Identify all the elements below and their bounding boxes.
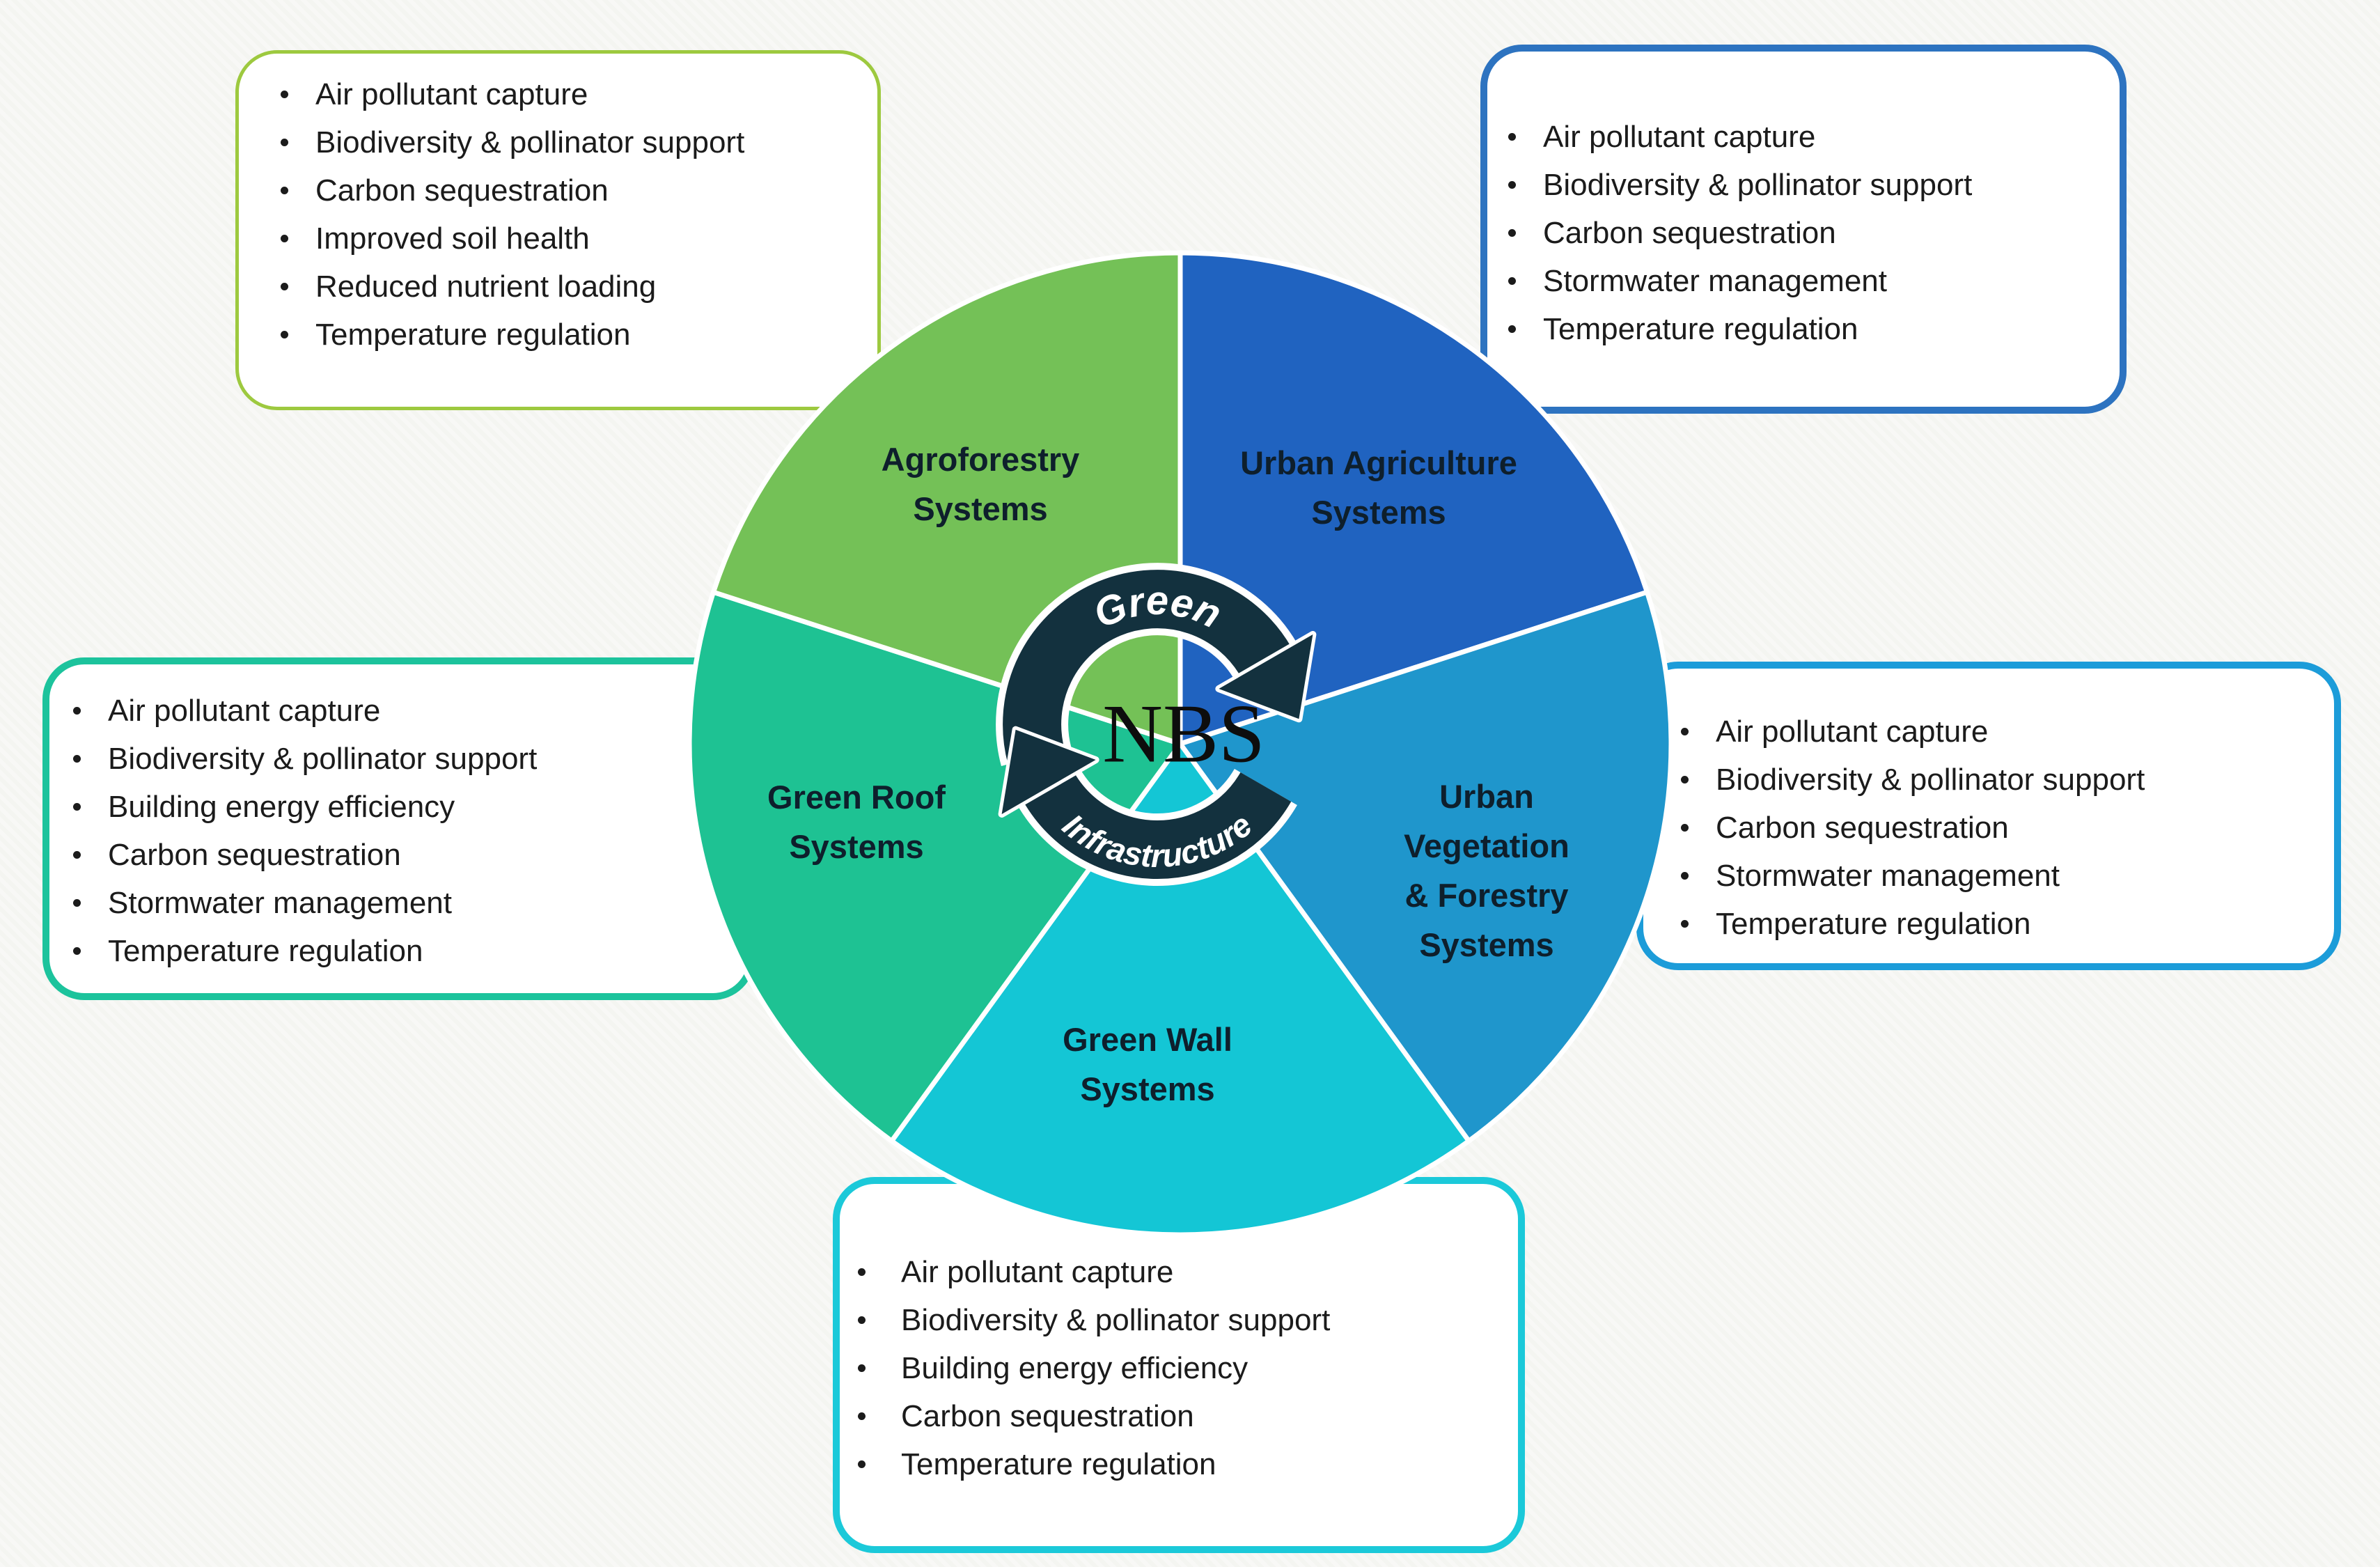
list-item: Air pollutant capture bbox=[848, 1248, 1507, 1296]
list-item: Temperature regulation bbox=[1671, 900, 2323, 948]
list-item: Air pollutant capture bbox=[271, 70, 863, 118]
list-item: Stormwater management bbox=[63, 879, 737, 927]
label-line: Agroforestry bbox=[881, 441, 1080, 478]
label-line: Urban bbox=[1439, 778, 1534, 815]
callout-box-agroforestry: Air pollutant capture Biodiversity & pol… bbox=[235, 50, 881, 410]
list-item: Reduced nutrient loading bbox=[271, 263, 863, 311]
list-item: Carbon sequestration bbox=[848, 1392, 1507, 1440]
list-item: Biodiversity & pollinator support bbox=[63, 735, 737, 783]
label-line: Systems bbox=[1080, 1070, 1215, 1107]
pie-sector-urban-vegetation bbox=[1177, 589, 1674, 1144]
nbs-label: NBS bbox=[1102, 687, 1265, 780]
cycle-arc-bottom bbox=[1023, 772, 1292, 880]
list-item: Temperature regulation bbox=[271, 311, 863, 359]
cycle-arrowhead-left bbox=[998, 726, 1099, 818]
list-item: Stormwater management bbox=[1671, 852, 2323, 900]
callout-box-urban-vegetation: Air pollutant capture Biodiversity & pol… bbox=[1636, 662, 2341, 970]
cycle-arc-top bbox=[1003, 570, 1292, 765]
list-item: Biodiversity & pollinator support bbox=[1498, 161, 2108, 209]
segment-label-agroforestry: Agroforestry Systems bbox=[882, 435, 1080, 533]
list-item: Building energy efficiency bbox=[63, 783, 737, 831]
label-line: Urban Agriculture bbox=[1240, 444, 1517, 481]
list-item: Improved soil health bbox=[271, 215, 863, 263]
benefit-list: Air pollutant capture Biodiversity & pol… bbox=[848, 1248, 1507, 1488]
benefit-list: Air pollutant capture Biodiversity & pol… bbox=[1671, 708, 2323, 948]
label-line: Systems bbox=[913, 490, 1048, 527]
pie-sector-green-wall bbox=[889, 741, 1471, 1238]
list-item: Carbon sequestration bbox=[271, 166, 863, 215]
list-item: Temperature regulation bbox=[1498, 305, 2108, 353]
callout-box-green-wall: Air pollutant capture Biodiversity & pol… bbox=[833, 1177, 1525, 1553]
label-line: Systems bbox=[1311, 494, 1446, 531]
list-item: Biodiversity & pollinator support bbox=[1671, 756, 2323, 804]
list-item: Biodiversity & pollinator support bbox=[848, 1296, 1507, 1344]
list-item: Temperature regulation bbox=[848, 1440, 1507, 1488]
callout-box-green-roof: Air pollutant capture Biodiversity & pol… bbox=[42, 657, 755, 1000]
benefit-list: Air pollutant capture Biodiversity & pol… bbox=[271, 70, 863, 359]
label-line: Systems bbox=[1419, 926, 1554, 963]
pie-sector-urban-agriculture bbox=[1177, 250, 1650, 747]
segment-label-urban-agriculture: Urban Agriculture Systems bbox=[1240, 438, 1517, 537]
list-item: Temperature regulation bbox=[63, 927, 737, 975]
list-item: Carbon sequestration bbox=[63, 831, 737, 879]
label-line: Vegetation bbox=[1404, 827, 1569, 864]
list-item: Building energy efficiency bbox=[848, 1344, 1507, 1392]
list-item: Air pollutant capture bbox=[63, 687, 737, 735]
benefit-list: Air pollutant capture Biodiversity & pol… bbox=[63, 687, 737, 975]
label-line: & Forestry bbox=[1404, 877, 1569, 914]
segment-label-green-wall: Green Wall Systems bbox=[1063, 1015, 1232, 1114]
list-item: Stormwater management bbox=[1498, 257, 2108, 305]
label-line: Green Roof bbox=[767, 779, 946, 816]
green-infrastructure-cycle-icon: Green Infrastructure bbox=[996, 563, 1317, 887]
benefit-list: Air pollutant capture Biodiversity & pol… bbox=[1498, 113, 2108, 353]
label-line: Green Wall bbox=[1063, 1021, 1232, 1058]
cycle-arrowhead-right bbox=[1215, 631, 1317, 723]
list-item: Carbon sequestration bbox=[1498, 209, 2108, 257]
list-item: Air pollutant capture bbox=[1498, 113, 2108, 161]
list-item: Air pollutant capture bbox=[1671, 708, 2323, 756]
label-line: Systems bbox=[789, 828, 924, 865]
list-item: Biodiversity & pollinator support bbox=[271, 118, 863, 166]
list-item: Carbon sequestration bbox=[1671, 804, 2323, 852]
callout-box-urban-agriculture: Air pollutant capture Biodiversity & pol… bbox=[1480, 45, 2127, 414]
segment-label-urban-vegetation: Urban Vegetation & Forestry Systems bbox=[1404, 772, 1569, 969]
segment-label-green-roof: Green Roof Systems bbox=[767, 772, 946, 871]
